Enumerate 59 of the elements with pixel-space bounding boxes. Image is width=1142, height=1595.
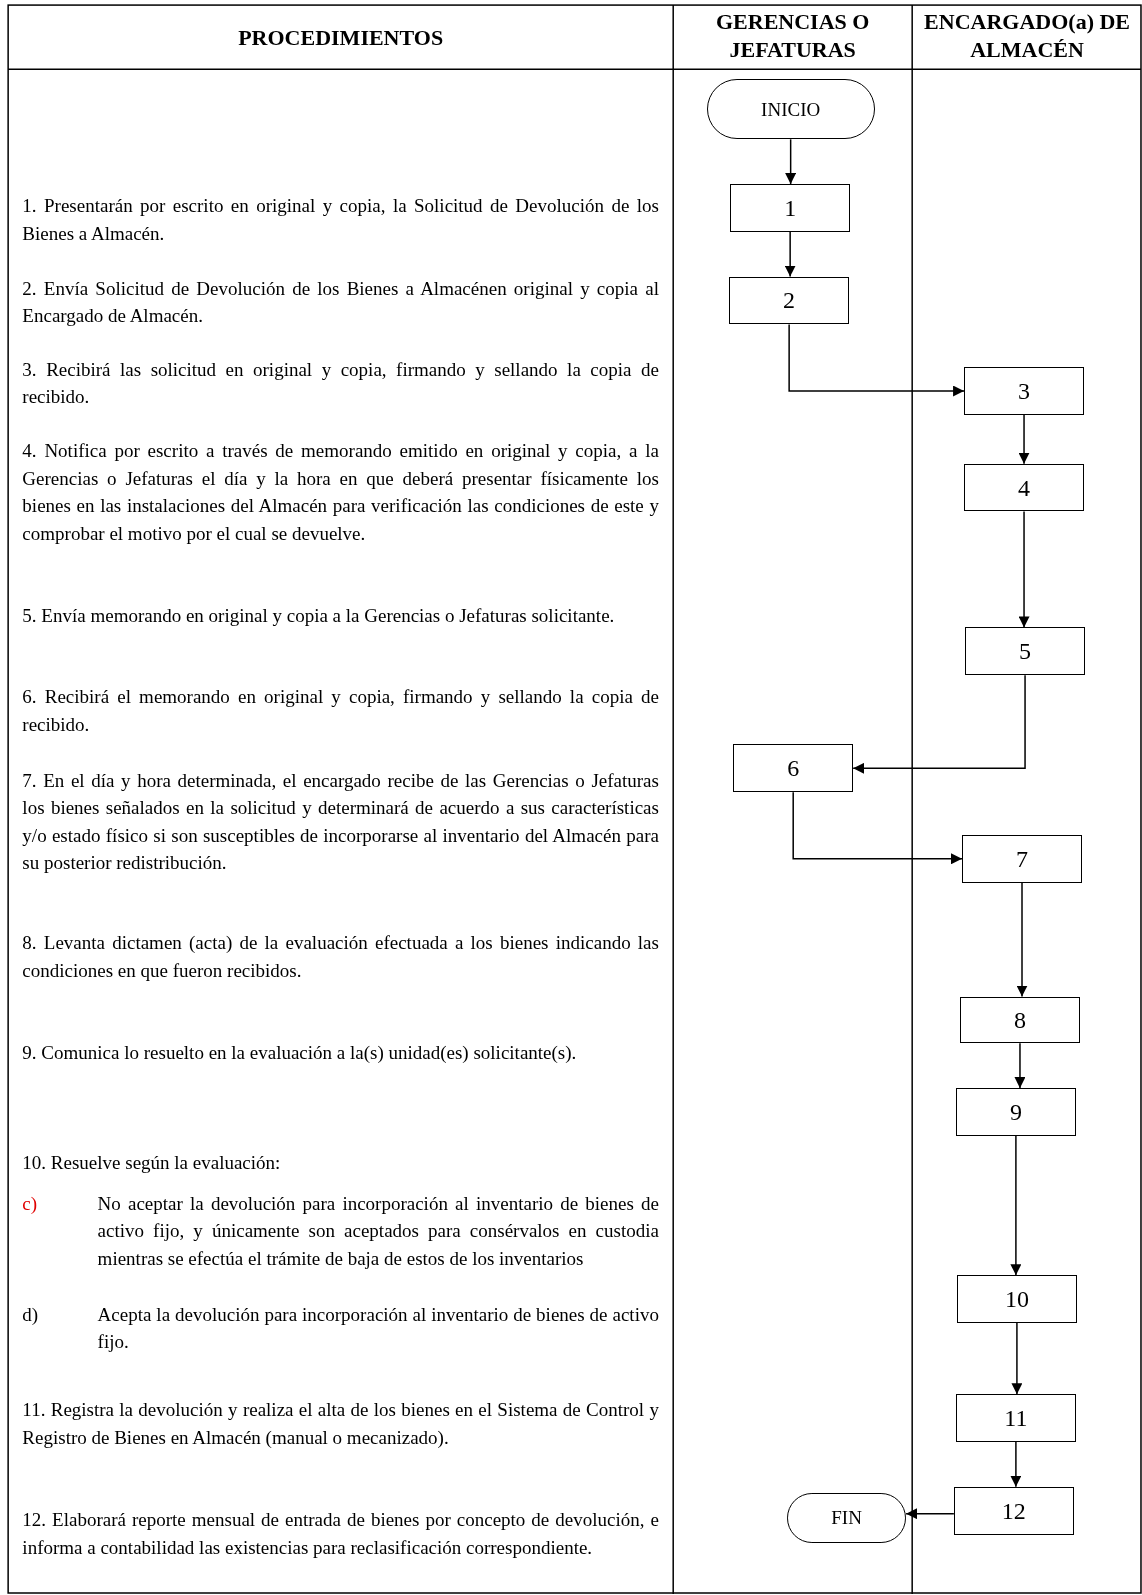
- process-box: [729, 276, 850, 325]
- procedure-text: 9. Comunica lo resuelto en la evaluación a la(s) unidad(es) solicitante(s).: [22, 1041, 578, 1066]
- step-label: 1: [784, 195, 797, 220]
- process-box: [965, 627, 1086, 676]
- arrow: [784, 231, 796, 278]
- procedure-text: Acepta la devolución para incorporación al inventario de bienes de activo fijo.: [97, 1302, 659, 1355]
- step-label: FIN: [831, 1508, 862, 1528]
- process-box: [733, 744, 854, 793]
- process-box: [955, 1394, 1076, 1442]
- column-header: GERENCIAS O JEFATURAS: [714, 8, 871, 65]
- step-label: 2: [783, 288, 796, 313]
- arrow: [788, 323, 965, 397]
- step-label: 7: [1016, 846, 1028, 871]
- procedure-text: d): [22, 1302, 40, 1327]
- arrow: [1011, 1322, 1023, 1395]
- arrow: [905, 1508, 955, 1520]
- arrow: [1010, 1135, 1022, 1276]
- step-label: 12: [1001, 1498, 1026, 1523]
- step-label: 9: [1009, 1100, 1022, 1124]
- arrow: [1018, 510, 1030, 629]
- process-box: [959, 996, 1080, 1044]
- step-label: INICIO: [761, 99, 821, 119]
- process-box: [956, 1275, 1077, 1323]
- process-box: [964, 367, 1084, 415]
- step-label: 6: [787, 756, 800, 781]
- step-label: 3: [1018, 379, 1030, 403]
- procedure-text: 8. Levanta dictamen (acta) de la evaluación efectuada a los bienes indicando las condiciones en que fueron recibidos.: [22, 931, 659, 983]
- procedure-text: No aceptar la devolución para incorporación al inventario de bienes de activo fijo, y únicamente son aceptados para consérvalos en custodia mientras se efectúa el trámite de baja de estos de los inventarios: [97, 1191, 659, 1271]
- procedure-text: 1. Presentarán por escrito en original y copia, la Solicitud de Devolución de los Bienes a Almacén.: [22, 194, 659, 246]
- arrow: [1018, 414, 1030, 465]
- arrow: [785, 138, 797, 185]
- step-label: 11: [1004, 1406, 1028, 1431]
- procedure-text: 10. Resuelve según la evaluación:: [22, 1151, 282, 1176]
- arrow: [1010, 1441, 1022, 1488]
- procedure-text: 4. Notifica por escrito a través de memorando emitido en original y copia, a la Gerencias o Jefaturas el día y la hora en que deberá presentar físicamente los bienes en las instalaciones del Almacén para verificación las condiciones de este y comprobar el motivo por el cual se devuelve.: [22, 439, 659, 546]
- procedure-text: 3. Recibirá las solicitud en original y copia, firmando y sellando la copia de recibido.: [22, 357, 659, 410]
- process-box: [953, 1486, 1074, 1535]
- step-label: 10: [1004, 1287, 1029, 1312]
- procedure-text: 7. En el día y hora determinada, el encargado recibe de las Gerencias o Jefaturas los bienes señalados en la solicitud y determinará de acuerdo a sus características y/o estado físico si son susceptibles de incorporarse al inventario del Almacén para su posterior redistribución.: [22, 768, 659, 876]
- arrow: [1014, 1042, 1026, 1089]
- process-box: [964, 463, 1084, 512]
- arrow: [852, 674, 1026, 774]
- process-box: [730, 184, 851, 232]
- procedure-text: 5. Envía memorando en original y copia a la Gerencias o Jefaturas solicitante.: [22, 604, 616, 628]
- arrow: [792, 791, 963, 865]
- procedure-text: 2. Envía Solicitud de Devolución de los Bienes a Almacénen original y copia al Encargado de Almacén.: [22, 276, 659, 329]
- step-label: 4: [1018, 475, 1030, 500]
- procedure-text: c): [22, 1191, 39, 1216]
- column-header: ENCARGADO(a) DE ALMACÉN: [923, 8, 1132, 65]
- arrow: [1016, 881, 1028, 998]
- terminal-shape: [787, 1492, 907, 1543]
- procedure-text: 12. Elaborará reporte mensual de entrada de bienes por concepto de devolución, e informa a contabilidad las existencias para reclasificación correspondiente.: [22, 1508, 659, 1560]
- procedure-text: 11. Registra la devolución y realiza el alta de los bienes en el Sistema de Control y Registro de Bienes en Almacén (manual o mecanizado).: [22, 1398, 659, 1450]
- procedure-text: 6. Recibirá el memorando en original y copia, firmando y sellando la copia de recibido.: [22, 685, 659, 737]
- process-box: [955, 1088, 1076, 1136]
- step-label: 5: [1019, 639, 1032, 664]
- process-box: [962, 834, 1082, 883]
- column-header: PROCEDIMIENTOS: [237, 24, 445, 53]
- step-label: 8: [1013, 1007, 1026, 1032]
